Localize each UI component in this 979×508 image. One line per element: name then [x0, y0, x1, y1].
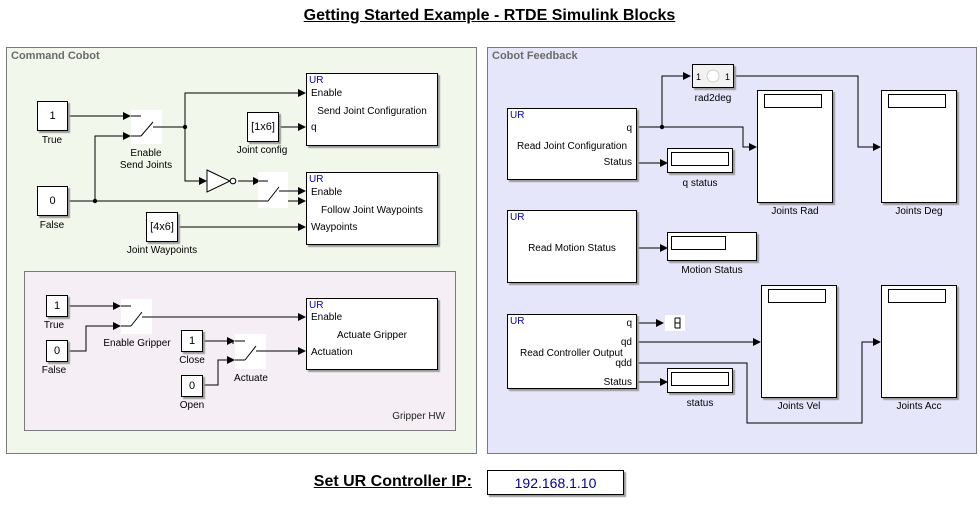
joint-waypoints-label: Joint Waypoints [126, 245, 198, 256]
port-q: q [626, 123, 632, 134]
terminator-block[interactable] [665, 315, 685, 331]
joints-deg-scope[interactable] [881, 90, 957, 203]
svg-text:1: 1 [696, 72, 701, 82]
port-enable: Enable [311, 312, 343, 323]
enable-send-switch[interactable] [131, 110, 162, 144]
gripper-false-label: False [41, 365, 67, 376]
port-status: Status [603, 377, 632, 388]
port-enable: Enable [311, 88, 343, 99]
joints-acc-label: Joints Acc [896, 401, 942, 412]
scope-screen [888, 94, 946, 108]
port-waypoints: Waypoints [311, 222, 358, 233]
switch-icon [121, 305, 152, 327]
block-name: Read Motion Status [528, 243, 616, 254]
gripper-true-label: True [43, 320, 65, 331]
block-name: Follow Joint Waypoints [321, 205, 423, 216]
ur-tag: UR [510, 316, 525, 327]
display-screen [671, 152, 729, 166]
read-motion-status-block[interactable]: UR Read Motion Status [507, 210, 637, 283]
enable-send-switch-label: Enable Send Joints [119, 148, 173, 171]
enable-gripper-switch[interactable] [121, 299, 152, 334]
block-name: Read Controller Output [520, 348, 623, 359]
port-q: q [311, 122, 317, 133]
follow-joint-waypoints-block[interactable]: UR Enable Follow Joint Waypoints Waypoin… [306, 172, 438, 245]
gripper-hw-label: Gripper HW [392, 411, 445, 422]
status-label: status [686, 398, 714, 409]
scope-screen [768, 289, 826, 303]
command-cobot-label: Command Cobot [11, 50, 100, 62]
block-name: Send Joint Configuration [317, 106, 427, 117]
cobot-feedback-label: Cobot Feedback [492, 50, 578, 62]
ur-tag: UR [510, 110, 525, 121]
motion-status-label: Motion Status [681, 265, 743, 276]
q-status-display[interactable] [667, 148, 733, 173]
gripper-false-constant[interactable]: 0 [46, 340, 68, 362]
status-display[interactable] [667, 368, 733, 393]
send-false-label: False [39, 220, 65, 231]
follow-switch[interactable] [258, 172, 288, 208]
conversion-icon: 1 1 [696, 69, 730, 83]
switch-icon [258, 180, 288, 202]
motion-status-display[interactable] [667, 232, 757, 261]
port-actuation: Actuation [311, 347, 353, 358]
joint-config-label: Joint config [236, 145, 288, 156]
block-name: Read Joint Configuration [516, 141, 628, 152]
switch-icon [131, 115, 162, 137]
port-enable: Enable [311, 187, 343, 198]
rad2deg-label: rad2deg [694, 93, 732, 104]
switch-icon [235, 340, 266, 361]
send-true-constant[interactable]: 1 [37, 101, 68, 131]
display-screen [671, 236, 726, 250]
close-constant[interactable]: 1 [181, 330, 203, 352]
terminator-icon [674, 317, 681, 329]
read-controller-output-block[interactable]: UR q qd Read Controller Output qdd Statu… [507, 314, 637, 389]
block-name: Actuate Gripper [336, 330, 408, 341]
ur-tag: UR [309, 174, 324, 185]
joints-rad-label: Joints Rad [771, 206, 819, 217]
rad2deg-block[interactable]: 1 1 [692, 64, 734, 88]
joints-rad-scope[interactable] [757, 90, 833, 203]
joints-vel-label: Joints Vel [777, 401, 821, 412]
not-gate-icon [206, 169, 237, 193]
controller-ip-field[interactable]: 192.168.1.10 [487, 470, 624, 495]
joints-deg-label: Joints Deg [895, 206, 943, 217]
not-operator[interactable] [206, 169, 238, 193]
open-label: Open [179, 400, 205, 411]
gripper-true-constant[interactable]: 1 [46, 295, 68, 317]
read-joint-configuration-block[interactable]: UR q Read Joint Configuration Status [507, 108, 637, 180]
send-false-constant[interactable]: 0 [37, 186, 68, 216]
enable-gripper-label: Enable Gripper [103, 338, 171, 349]
send-joint-configuration-block[interactable]: UR Enable Send Joint Configuration q [306, 73, 438, 146]
close-label: Close [179, 355, 205, 366]
ur-tag: UR [309, 75, 324, 86]
controller-ip-label: Set UR Controller IP: [313, 473, 472, 490]
page-title: Getting Started Example - RTDE Simulink … [303, 7, 676, 24]
port-qdd: qdd [615, 358, 632, 369]
port-q: q [626, 318, 632, 329]
scope-screen [764, 94, 822, 108]
open-constant[interactable]: 0 [181, 375, 203, 397]
ur-tag: UR [510, 212, 525, 223]
ur-tag: UR [309, 300, 324, 311]
joints-acc-scope[interactable] [881, 285, 957, 398]
port-status: Status [603, 157, 632, 168]
actuate-label: Actuate [234, 373, 268, 384]
joint-config-constant[interactable]: [1x6] [247, 112, 279, 142]
actuate-switch[interactable] [235, 334, 266, 369]
port-qd: qd [620, 337, 632, 348]
joint-waypoints-constant[interactable]: [4x6] [146, 212, 178, 242]
actuate-gripper-block[interactable]: UR Enable Actuate Gripper Actuation [306, 298, 438, 370]
scope-screen [888, 289, 946, 303]
joints-vel-scope[interactable] [761, 285, 837, 398]
send-true-label: True [41, 135, 63, 146]
display-screen [671, 372, 729, 386]
svg-text:1: 1 [725, 72, 730, 82]
q-status-label: q status [682, 178, 718, 189]
